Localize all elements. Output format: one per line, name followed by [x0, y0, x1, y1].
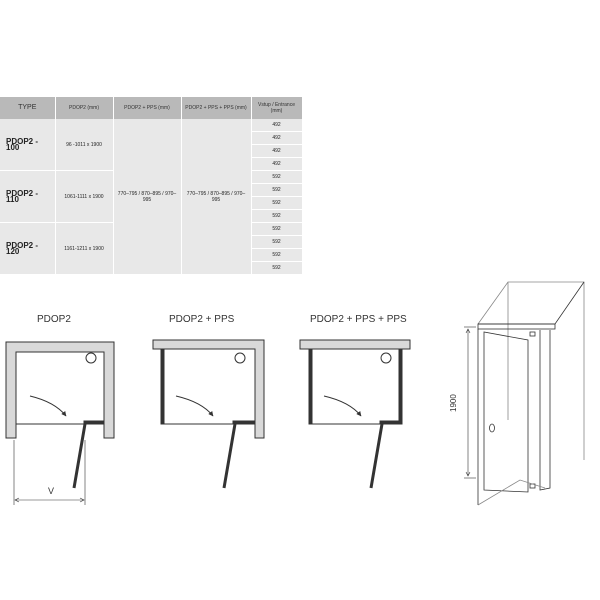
table-row: PDOP2 - 100 96 -1011 x 1900 770–795 / 87…: [0, 119, 303, 275]
wall-profile: [299, 339, 411, 350]
frame-top: [478, 281, 585, 325]
table-row: 592: [0, 248, 303, 262]
side-panel-left: [308, 348, 313, 425]
entrance-value: 592: [251, 248, 303, 262]
hinge-top: [529, 331, 536, 337]
table-row: 592: [0, 209, 303, 223]
door-panel: [369, 423, 384, 489]
diagram-title-pdop2-pps: PDOP2 + PPS: [169, 314, 235, 325]
isometric-view: [464, 281, 585, 506]
wall-profile: [5, 341, 115, 439]
table-row: 492: [0, 157, 303, 171]
row-type: PDOP2 - 100: [0, 119, 56, 171]
hinge-profile: [232, 420, 256, 425]
handle-icon: [489, 423, 495, 433]
entrance-value: 492: [251, 157, 303, 171]
header-pdop2-pps-pps: PDOP2 + PPS + PPS (mm): [181, 97, 252, 119]
diagram-title-pdop2-pps-pps: PDOP2 + PPS + PPS: [310, 314, 407, 325]
swing-arrow-icon: [29, 395, 67, 417]
table-header-row: TYPE PDOP2 (mm) PDOP2 + PPS (mm) PDOP2 +…: [0, 97, 303, 119]
entrance-value: 592: [251, 209, 303, 223]
row-pdop2-size: 96 -1011 x 1900: [55, 119, 114, 171]
table-row: 492: [0, 144, 303, 158]
table-row: 592: [0, 235, 303, 249]
header-entrance: Vstup / Entrance(mm): [251, 97, 303, 119]
entrance-value: 592: [251, 170, 303, 184]
table-row: 492: [0, 131, 303, 145]
dimension-arrows: [465, 328, 471, 477]
swing-arrow-icon: [323, 395, 362, 417]
pps-range: 770–795 / 870–895 / 970–995: [113, 119, 182, 275]
entrance-value: 592: [251, 261, 303, 275]
plan-diagram-pdop2-pps: [152, 339, 265, 489]
height-label: 1900: [449, 394, 458, 412]
row-pdop2-size: 1161-1211 x 1900: [55, 222, 114, 275]
entrance-value: 592: [251, 222, 303, 236]
entrance-value: 592: [251, 196, 303, 210]
door-panel: [222, 423, 237, 489]
row-type: PDOP2 - 110: [0, 170, 56, 223]
entrance-value: 492: [251, 144, 303, 158]
spec-table: TYPE PDOP2 (mm) PDOP2 + PPS (mm) PDOP2 +…: [0, 97, 303, 275]
header-pdop2-pps: PDOP2 + PPS (mm): [113, 97, 182, 119]
hinge-profile: [379, 420, 401, 425]
table-row: PDOP2 - 120 1161-1211 x 1900 592: [0, 222, 303, 275]
side-profile: [539, 330, 551, 491]
entrance-value: 492: [251, 119, 303, 132]
entrance-value: 592: [251, 183, 303, 197]
header-pdop2: PDOP2 (mm): [55, 97, 114, 119]
header-type: TYPE: [0, 97, 56, 119]
entrance-value: 492: [251, 131, 303, 145]
width-label: V: [48, 486, 54, 496]
dimension-arrows: [14, 497, 85, 503]
table-row: 592: [0, 261, 303, 275]
floor-outline: [477, 479, 546, 506]
wall-profile: [152, 339, 265, 439]
door-panel: [72, 423, 87, 489]
row-pdop2-size: 1061-1111 x 1900: [55, 170, 114, 223]
pps-pps-range: 770–795 / 870–895 / 970–995: [181, 119, 252, 275]
drain-icon: [380, 352, 392, 364]
side-panel-right: [398, 348, 403, 425]
drain-icon: [234, 352, 246, 364]
table-row: PDOP2 - 110 1061-1111 x 1900 592: [0, 170, 303, 223]
top-profile: [477, 323, 556, 330]
side-panel: [160, 348, 165, 425]
table-row: 592: [0, 183, 303, 197]
table-row: 592: [0, 196, 303, 210]
diagram-title-pdop2: PDOP2: [37, 314, 71, 325]
plan-diagram-pdop2: [5, 341, 115, 505]
drain-icon: [85, 352, 97, 364]
swing-arrow-icon: [175, 395, 214, 417]
wall-outline: [477, 281, 585, 460]
entrance-value: 592: [251, 235, 303, 249]
row-type: PDOP2 - 120: [0, 222, 56, 275]
hinge-profile: [83, 420, 105, 425]
door-glass: [483, 331, 529, 493]
plan-diagram-pdop2-pps-pps: [299, 339, 411, 489]
